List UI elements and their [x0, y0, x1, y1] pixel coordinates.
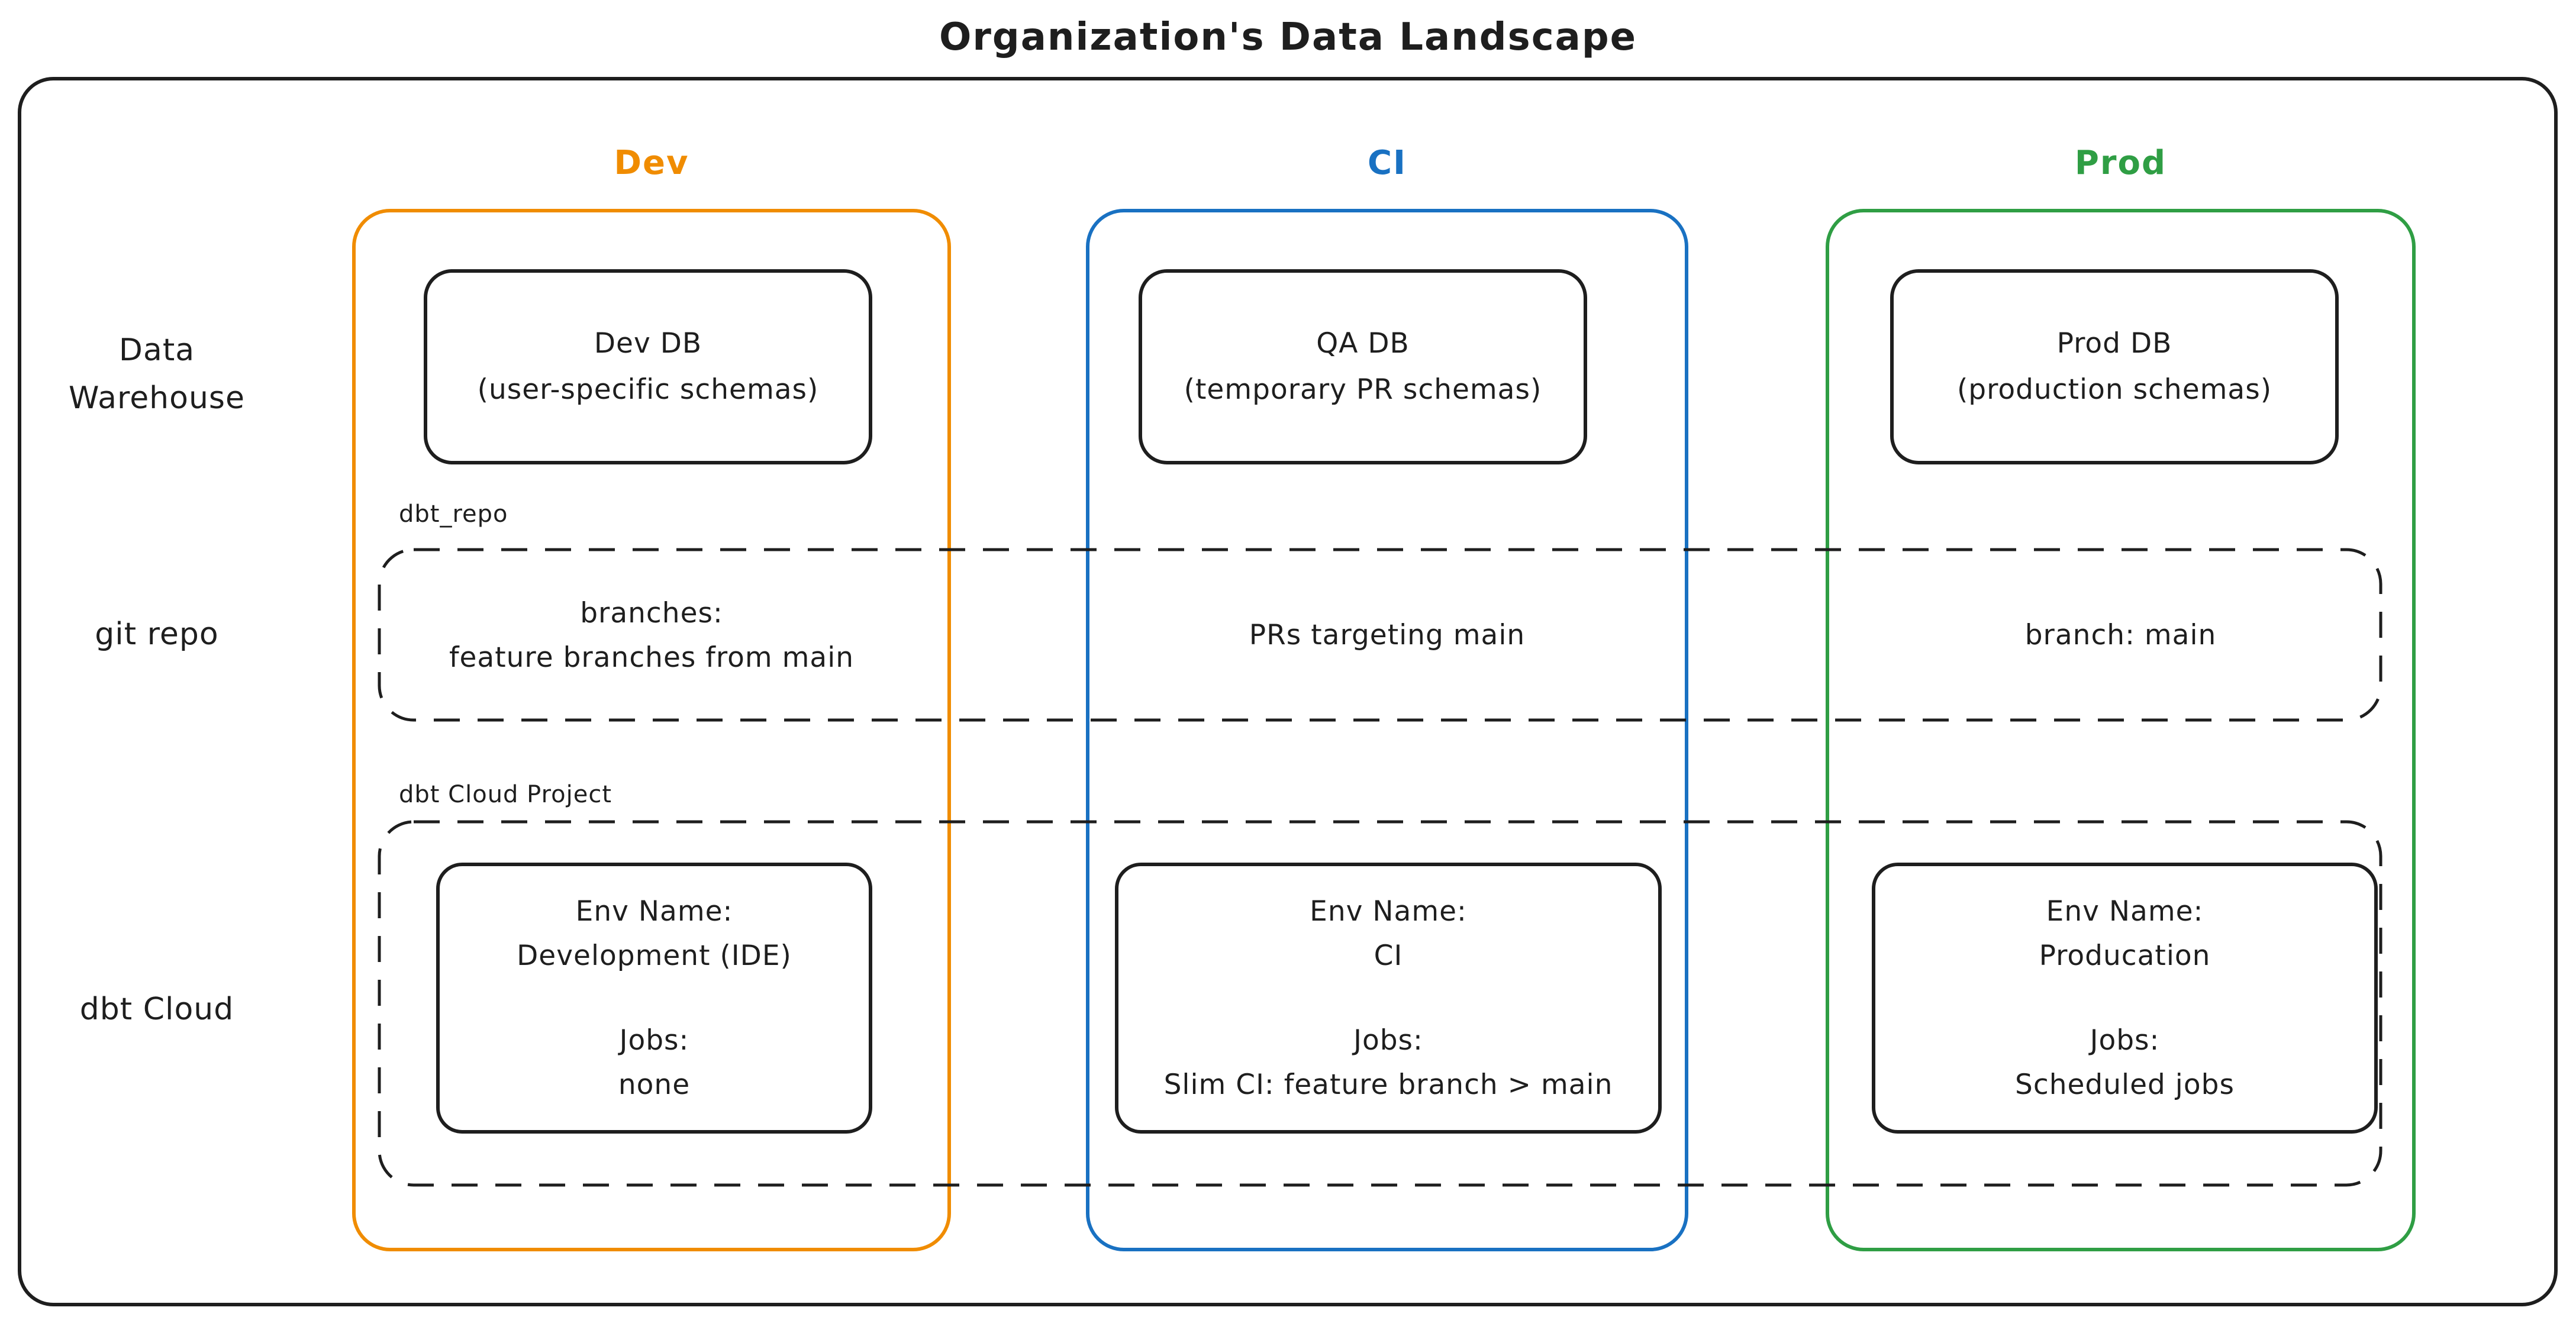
env-box-dev-name: Development (IDE)	[517, 939, 792, 972]
git-text-dev-line1: branches:	[580, 596, 723, 630]
env-box-ci-jobs-label: Jobs:	[1353, 1024, 1423, 1057]
env-box-prod-name: Producation	[2039, 939, 2211, 972]
db-box-dev: Dev DB (user-specific schemas)	[424, 269, 872, 464]
env-box-ci-name-label: Env Name:	[1310, 895, 1467, 928]
outer-frame	[18, 77, 2558, 1306]
column-header-dev: Dev	[614, 144, 689, 182]
column-box-dev	[352, 209, 951, 1251]
column-box-ci	[1086, 209, 1688, 1251]
git-text-dev-line2: feature branches from main	[449, 641, 855, 674]
git-text-dev: branches: feature branches from main	[352, 550, 951, 721]
row-label-data-warehouse-line1: Data	[118, 333, 195, 368]
env-box-ci-jobs: Slim CI: feature branch > main	[1163, 1069, 1613, 1102]
diagram-title: Organization's Data Landscape	[939, 15, 1637, 59]
env-box-prod-jobs-label: Jobs:	[2090, 1024, 2160, 1057]
env-box-prod-name-label: Env Name:	[2046, 895, 2204, 928]
dbt-cloud-project-dashed-box	[378, 820, 2382, 1187]
env-box-dev-jobs: none	[618, 1069, 691, 1102]
env-box-ci: Env Name: CI Jobs: Slim CI: feature bran…	[1115, 863, 1662, 1134]
env-box-prod: Env Name: Producation Jobs: Scheduled jo…	[1872, 863, 2378, 1134]
db-box-prod-title: Prod DB	[2056, 327, 2172, 360]
env-box-dev-name-label: Env Name:	[575, 895, 733, 928]
dbt-repo-dashed-box	[378, 548, 2382, 722]
db-box-qa-subtitle: (temporary PR schemas)	[1184, 373, 1542, 406]
env-box-ci-name: CI	[1374, 939, 1403, 972]
git-text-prod-line1: branch: main	[2024, 619, 2217, 652]
db-box-qa: QA DB (temporary PR schemas)	[1139, 269, 1587, 464]
db-box-dev-title: Dev DB	[594, 327, 702, 360]
row-label-data-warehouse: Data Warehouse	[17, 327, 297, 422]
column-header-ci: CI	[1368, 144, 1407, 182]
dbt-repo-label: dbt_repo	[399, 501, 508, 528]
row-label-data-warehouse-line2: Warehouse	[69, 380, 245, 416]
dbt-cloud-project-label: dbt Cloud Project	[399, 781, 612, 808]
db-box-dev-subtitle: (user-specific schemas)	[477, 373, 819, 406]
git-text-ci-line1: PRs targeting main	[1249, 619, 1526, 652]
column-header-prod: Prod	[2074, 144, 2167, 182]
env-box-dev: Env Name: Development (IDE) Jobs: none	[436, 863, 872, 1134]
git-text-prod: branch: main	[1826, 550, 2416, 721]
row-label-dbt-cloud: dbt Cloud	[79, 992, 234, 1027]
env-box-prod-jobs: Scheduled jobs	[2015, 1069, 2235, 1102]
db-box-prod: Prod DB (production schemas)	[1890, 269, 2339, 464]
git-text-ci: PRs targeting main	[1086, 550, 1688, 721]
db-box-prod-subtitle: (production schemas)	[1956, 373, 2272, 406]
env-box-dev-jobs-label: Jobs:	[619, 1024, 689, 1057]
row-label-git-repo: git repo	[95, 616, 219, 652]
column-box-prod	[1826, 209, 2416, 1251]
db-box-qa-title: QA DB	[1316, 327, 1410, 360]
